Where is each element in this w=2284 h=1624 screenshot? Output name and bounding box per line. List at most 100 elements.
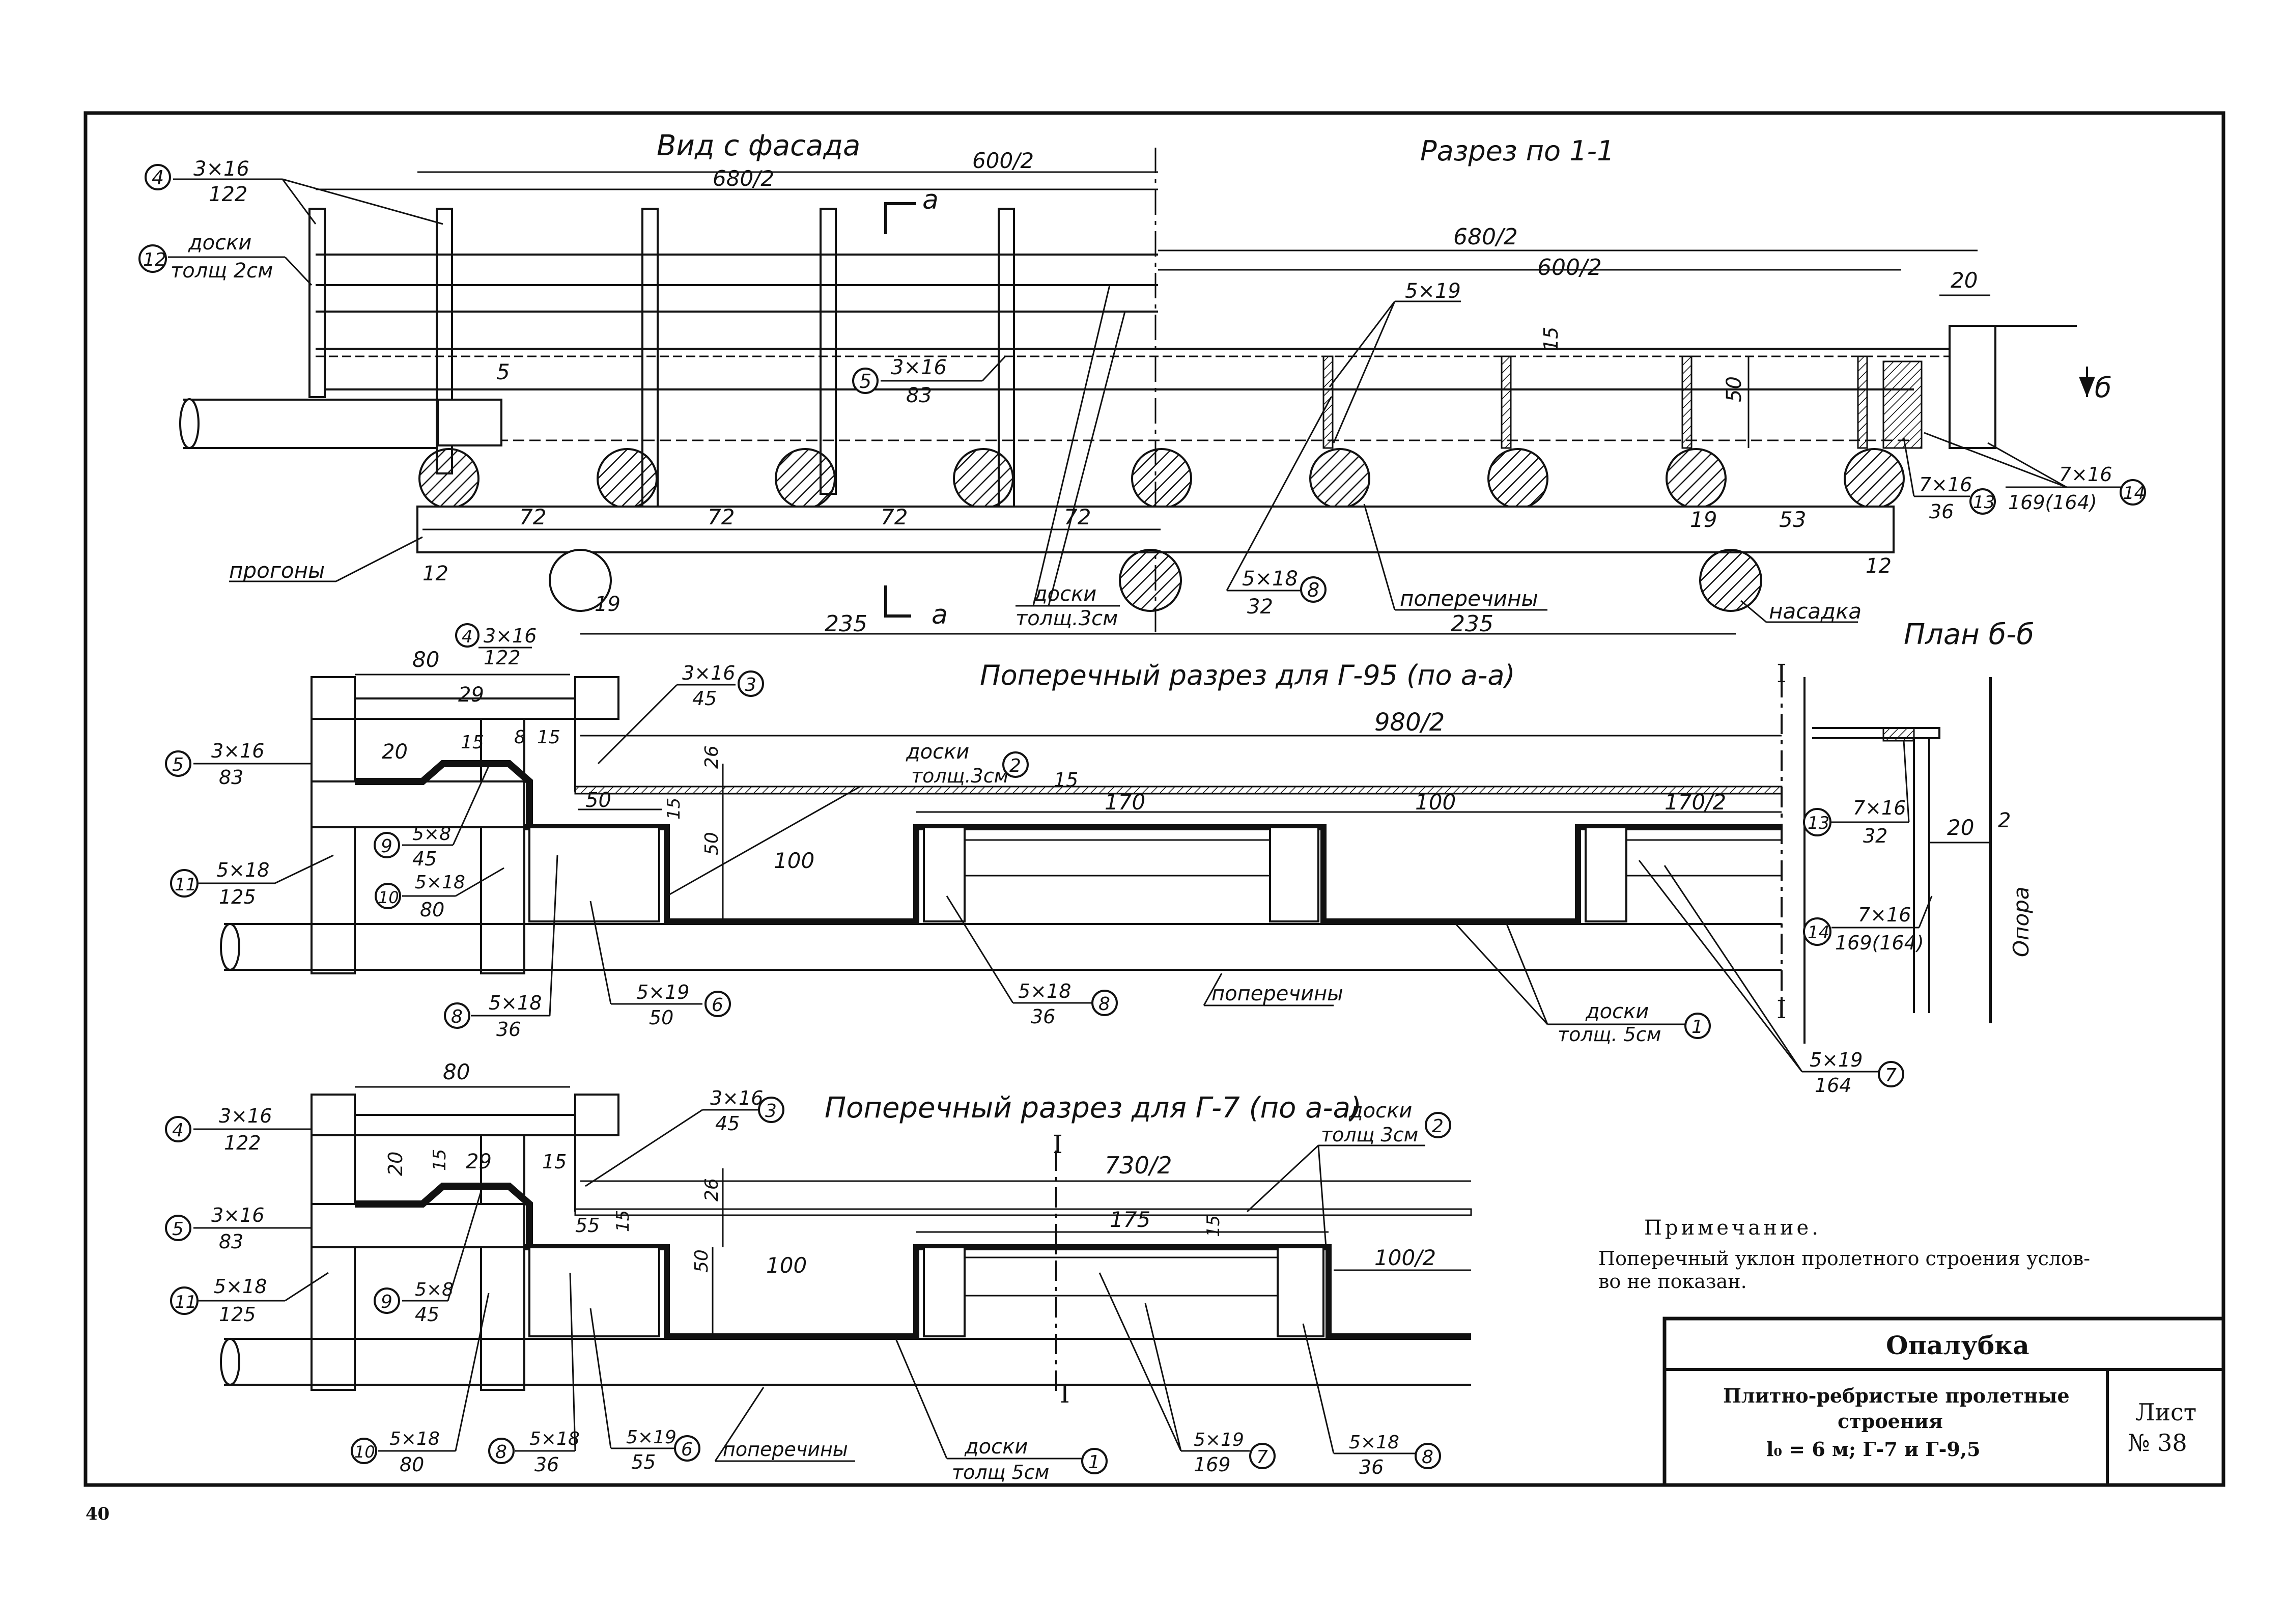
facade-label-4-num: 4: [152, 166, 164, 189]
g7-label-2-num: 2: [1432, 1116, 1444, 1137]
title-heading: Опалубка: [1886, 1330, 2029, 1360]
g95-label-2-num: 2: [1009, 755, 1021, 776]
g95-label-10-top: 5×18: [415, 872, 465, 893]
g95-label-4-bottom: 122: [484, 647, 521, 669]
g95-label-4-top: 3×16: [484, 625, 537, 647]
plan-label-13-top: 7×16: [1853, 797, 1906, 819]
facade-dim-72-1: 72: [519, 505, 546, 529]
g95-label-2-line1: доски: [906, 740, 969, 764]
g95-dim-50b: 50: [701, 832, 722, 855]
cross-section-g7: Поперечный разрез для Г-7 (по а-а) 80 20…: [165, 1059, 1472, 1483]
facade-dim-20: 20: [1951, 268, 1978, 293]
title-desc-line2: строения: [1838, 1410, 1943, 1433]
g7-label-4-num: 4: [172, 1120, 184, 1141]
facade-dim-72-2: 72: [708, 505, 735, 529]
g7-dim-730-2: 730/2: [1105, 1152, 1172, 1179]
cross-section-g95: Поперечный разрез для Г-95 (по а-а) План…: [165, 618, 2034, 1097]
g95-label-3-num: 3: [745, 675, 756, 695]
g7-label-9-bottom: 45: [415, 1303, 439, 1326]
g7-label-10-top: 5×18: [389, 1429, 440, 1449]
g7-dim-15c: 15: [613, 1210, 633, 1232]
g7-dim-15b: 15: [542, 1151, 567, 1173]
g95-dim-980-2: 980/2: [1374, 708, 1445, 737]
facade-label-13-top: 7×16: [1919, 473, 1972, 496]
g7-dim-100: 100: [766, 1253, 807, 1278]
g7-label-8b-num: 8: [1422, 1447, 1433, 1468]
g95-label-11-bottom: 125: [219, 886, 256, 908]
g95-dim-170: 170: [1105, 790, 1145, 815]
sheet-number: № 38: [2128, 1429, 2187, 1457]
plan-label-13-bottom: 32: [1863, 825, 1887, 847]
facade-dim-235-left: 235: [825, 611, 867, 637]
g95-label-6-bottom: 50: [649, 1006, 673, 1029]
g95-dim-20: 20: [382, 740, 408, 764]
g7-label-8a-bottom: 36: [534, 1453, 559, 1476]
g95-label-9-top: 5×8: [412, 824, 451, 845]
g95-dim-80: 80: [412, 647, 439, 672]
facade-dim-19-right: 19: [1690, 507, 1717, 532]
g95-label-9-bottom: 45: [412, 848, 437, 870]
g7-label-6-bottom: 55: [631, 1451, 656, 1473]
g7-label-poperechiny: поперечины: [723, 1438, 848, 1461]
facade-dim-680-2-a: 680/2: [713, 166, 774, 191]
g7-label-2-line2: толщ 3см: [1321, 1124, 1418, 1146]
facade-dim-19-left: 19: [595, 593, 621, 616]
g7-label-5-top: 3×16: [211, 1204, 264, 1226]
g7-label-11-bottom: 125: [219, 1303, 256, 1326]
g95-label-4-num: 4: [462, 627, 473, 647]
facade-dim-12-right: 12: [1866, 554, 1892, 578]
marker-b: б: [2095, 372, 2111, 404]
facade-dim-53: 53: [1779, 507, 1806, 532]
g7-label-1-num: 1: [1088, 1452, 1100, 1473]
title-desc-line1: Плитно-ребристые пролетные: [1723, 1384, 2070, 1407]
g95-label-8b-bottom: 36: [1031, 1005, 1055, 1028]
facade-dim-15: 15: [1540, 327, 1562, 351]
facade-label-5-bottom: 83: [906, 384, 932, 407]
title-desc-line3: l₀ = 6 м; Г-7 и Г-9,5: [1766, 1438, 1981, 1461]
page-number: 40: [86, 1504, 109, 1524]
facade-label-14-num: 14: [2123, 483, 2145, 503]
facade-label-14-bottom: 169(164): [2008, 491, 2097, 514]
facade-label-4-top: 3×16: [193, 157, 249, 181]
g95-dim-100a: 100: [774, 848, 814, 873]
plan-bb-title: План б-б: [1904, 618, 2034, 651]
plan-label-opora: Опора: [2009, 886, 2034, 957]
facade-dim-12-left: 12: [422, 562, 448, 585]
g95-label-7-top: 5×19: [1810, 1049, 1863, 1071]
g7-label-1-line1: доски: [964, 1435, 1028, 1459]
g7-label-9-num: 9: [381, 1292, 392, 1312]
g95-label-poperechiny: поперечины: [1211, 982, 1343, 1005]
g95-label-5-top: 3×16: [211, 740, 264, 762]
sheet-frame: [83, 111, 2225, 1487]
facade-dim-72-4: 72: [1064, 505, 1091, 529]
section-11-title: Разрез по 1-1: [1420, 135, 1614, 167]
g7-label-5-num: 5: [172, 1219, 184, 1240]
note-line2: во не показан.: [1598, 1270, 1747, 1293]
g7-dim-29: 29: [466, 1150, 492, 1173]
g7-label-11-top: 5×18: [214, 1275, 267, 1298]
g95-label-3-top: 3×16: [682, 662, 735, 684]
logs-row: [418, 448, 1905, 509]
g7-label-4-top: 3×16: [219, 1105, 272, 1127]
g7-dim-15d: 15: [1203, 1215, 1224, 1237]
g95-section-mark-top: I: [1777, 659, 1787, 688]
g7-dim-15a: 15: [430, 1149, 450, 1171]
label-nasadka: насадка: [1769, 599, 1862, 624]
g7-label-5-bottom: 83: [219, 1230, 243, 1253]
facade-dim-72-3: 72: [881, 505, 908, 529]
g95-label-7-num: 7: [1885, 1065, 1897, 1086]
g95-dim-170-2: 170/2: [1665, 790, 1726, 815]
g95-label-2-line2: толщ.3см: [911, 765, 1008, 787]
facade-label-12-num: 12: [143, 249, 166, 270]
g95-label-10-num: 10: [378, 888, 399, 907]
facade-label-14-top: 7×16: [2059, 463, 2112, 486]
g95-dim-15c: 15: [664, 798, 684, 820]
facade-dim-600-2-b: 600/2: [1537, 255, 1602, 281]
section-ribs: [1322, 355, 1923, 449]
g7-section-mark-bottom: I: [1060, 1379, 1070, 1409]
facade-dim-680-2-b: 680/2: [1453, 224, 1518, 250]
g95-label-1-num: 1: [1691, 1017, 1703, 1038]
title-block: Опалубка Плитно-ребристые пролетные стро…: [1662, 1317, 2225, 1487]
g95-label-1-line1: доски: [1585, 1000, 1649, 1023]
facade-label-519: 5×19: [1405, 279, 1461, 303]
